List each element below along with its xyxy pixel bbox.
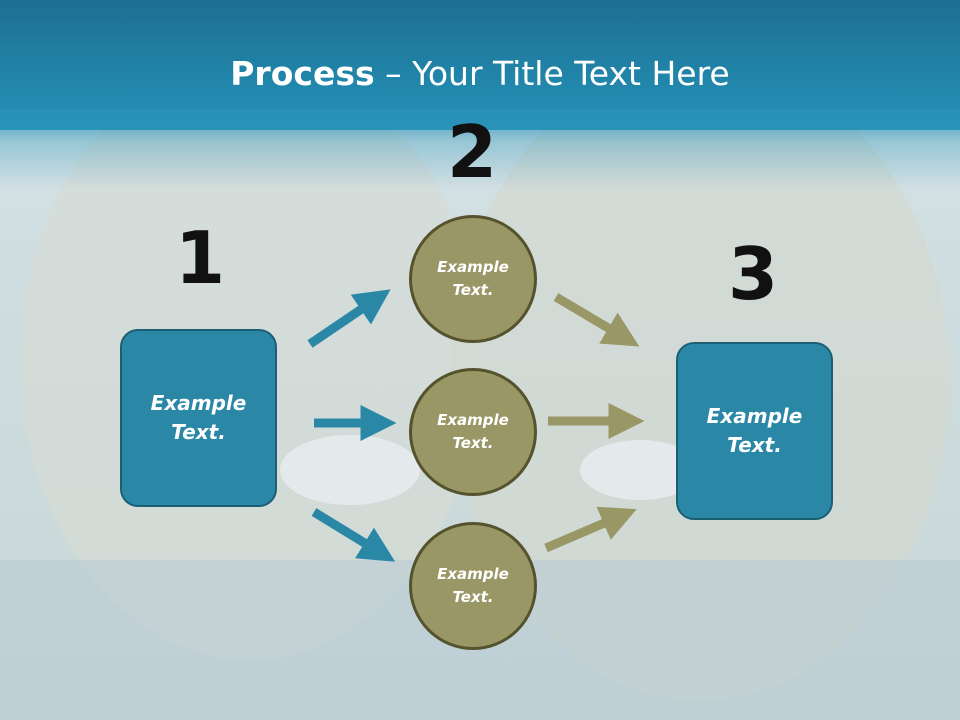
circle-middle[interactable]: Example Text. [409,368,537,496]
circle-top[interactable]: Example Text. [409,215,537,343]
arrow-left-to-top [307,289,391,348]
slide-title: Process – Your Title Text Here [0,52,960,96]
step-number-2: 2 [446,110,498,194]
header-fade [0,110,960,190]
arrow-left-to-bottom [311,508,396,562]
arrow-bottom-to-right [544,506,637,553]
step-number-3: 3 [727,232,779,316]
title-bold: Process [230,54,375,93]
header-bar [0,0,960,130]
right-box[interactable]: Example Text. [676,342,833,520]
step-number-1: 1 [174,216,226,300]
circle-bottom[interactable]: Example Text. [409,522,537,650]
title-rest: – Your Title Text Here [374,54,730,93]
left-box[interactable]: Example Text. [120,329,277,507]
arrow-top-to-right [553,293,640,347]
